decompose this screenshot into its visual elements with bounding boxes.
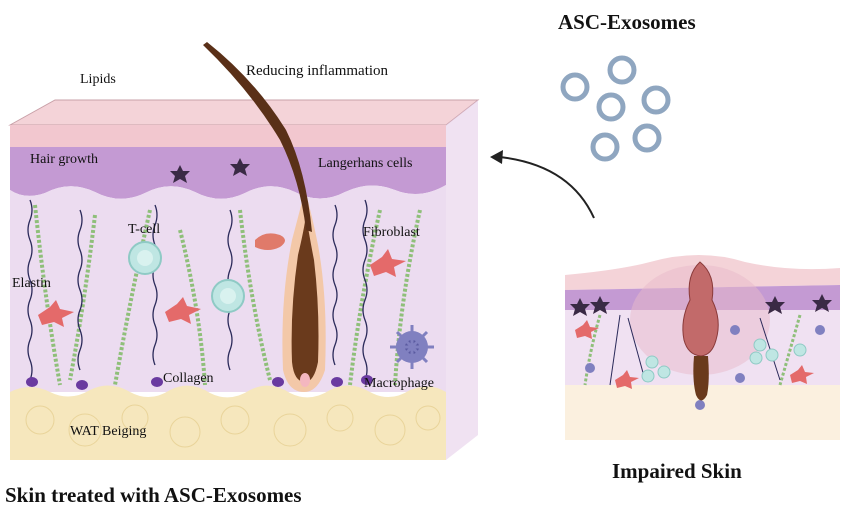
- inflammation-blob: [255, 233, 285, 250]
- caption-impaired-skin: Impaired Skin: [612, 459, 742, 483]
- fat-layer: [10, 385, 446, 460]
- label-fibroblast: Fibroblast: [363, 225, 420, 240]
- fibroblast-icons: [38, 249, 406, 327]
- label-wat-beiging: WAT Beiging: [70, 424, 147, 439]
- impaired-macrophages: [585, 325, 825, 410]
- stratum-corneum: [10, 125, 446, 147]
- label-collagen: Collagen: [163, 371, 214, 386]
- impaired-follicle: [682, 261, 719, 357]
- label-hair-growth: Hair growth: [30, 152, 99, 167]
- exosome-icons: [560, 55, 671, 162]
- block-side: [446, 100, 478, 460]
- tcell-icons: [128, 241, 245, 313]
- stratum-corneum-top: [8, 99, 480, 126]
- label-langerhans: Langerhans cells: [318, 156, 413, 171]
- impaired-tcells: [641, 338, 807, 383]
- impaired-fat: [565, 385, 840, 440]
- fiber-nodes: [26, 375, 373, 390]
- impaired-fibroblasts: [575, 320, 814, 389]
- treated-skin-block: [8, 42, 480, 460]
- impaired-langerhans: [570, 294, 832, 316]
- langerhans-icons: [170, 158, 250, 183]
- label-macrophage: Macrophage: [364, 376, 434, 391]
- caption-treated-skin: Skin treated with ASC-Exosomes: [5, 483, 302, 507]
- impaired-bulb: [693, 356, 709, 401]
- label-lipids: Lipids: [80, 72, 116, 87]
- label-reducing-inflammation: Reducing inflammation: [246, 63, 389, 79]
- hair-bulb: [291, 215, 319, 382]
- label-elastin: Elastin: [12, 276, 51, 291]
- exosomes-title: ASC-Exosomes: [558, 10, 696, 34]
- epidermis-layer: [10, 147, 446, 199]
- arrow-curve: [499, 156, 595, 219]
- impaired-skin-block: [565, 255, 840, 440]
- label-tcell: T-cell: [128, 222, 161, 237]
- macrophage-icon: [390, 325, 434, 369]
- hair-papilla: [300, 373, 310, 387]
- elastin-fibers: [27, 199, 368, 381]
- arrow-head: [490, 150, 503, 164]
